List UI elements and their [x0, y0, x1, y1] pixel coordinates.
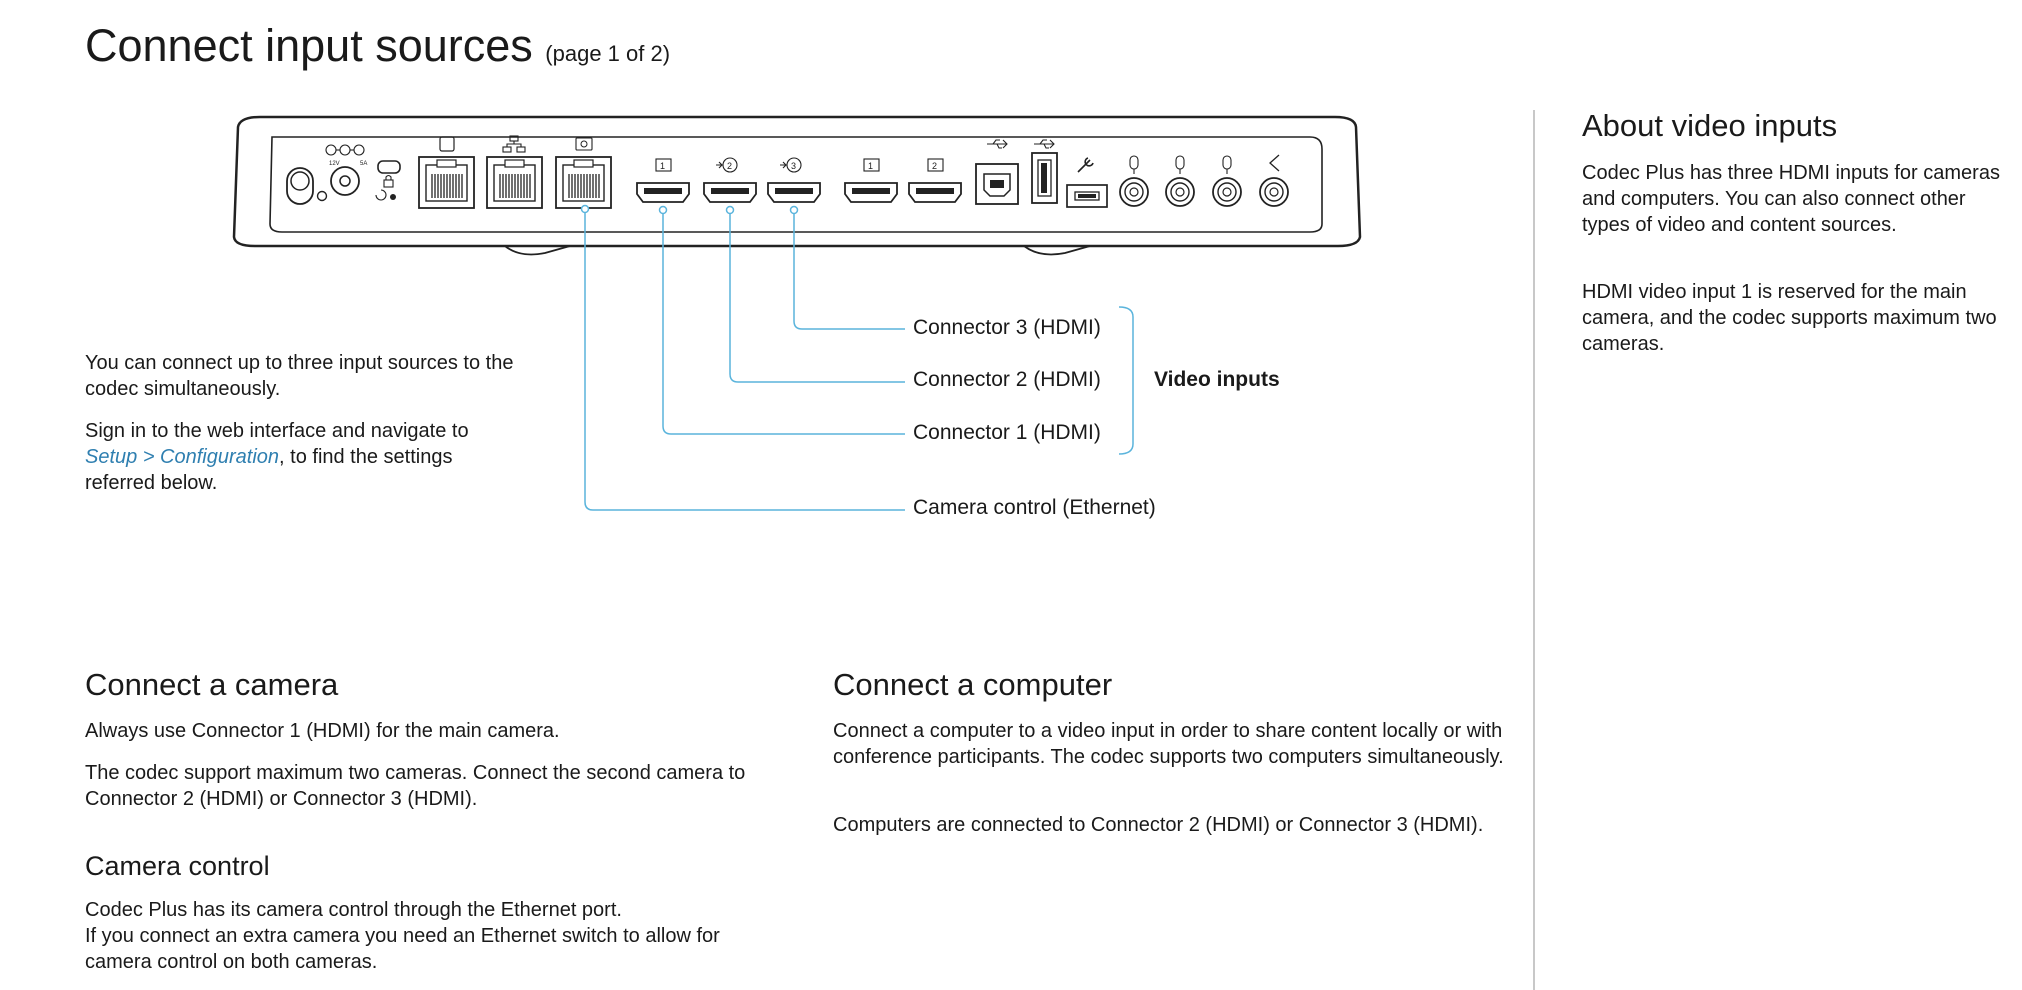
hdmi-output-2-number: 2: [932, 161, 937, 171]
hdmi-input-3-number: 3: [791, 161, 796, 171]
hdmi-input-2-number: 2: [727, 161, 732, 171]
camera-control-icon: [575, 137, 593, 151]
leader-dot-camera-control: [580, 204, 590, 214]
power-led: [316, 190, 328, 202]
hdmi-output-2: 2: [908, 158, 962, 203]
codec-rear-panel-diagram: 12V 5A 1: [232, 115, 1362, 511]
mic-input-3: [1212, 155, 1242, 207]
power-switch-rocker: [290, 171, 310, 191]
dc-jack: [330, 166, 360, 196]
service-port: [1066, 157, 1108, 208]
leader-dot-connector3: [789, 205, 799, 215]
leader-dot-connector2: [725, 205, 735, 215]
leader-line-connector2: [729, 214, 905, 383]
leader-lines: [580, 204, 1134, 511]
usb-b-port: [975, 139, 1019, 205]
connect-camera-text-2: The codec support maximum two cameras. C…: [85, 762, 746, 810]
about-video-inputs-heading: About video inputs: [1582, 108, 1838, 143]
connect-computer-text-2: Computers are connected to Connector 2 (…: [833, 814, 1484, 836]
hdmi-input-3: 3: [767, 157, 821, 203]
callout-connector3: Connector 3 (HDMI): [913, 316, 1101, 339]
page-count: (page 1 of 2): [545, 41, 671, 66]
connect-camera-text-1: Always use Connector 1 (HDMI) for the ma…: [85, 720, 560, 742]
mic-input-1: [1119, 155, 1149, 207]
usb-icon: [1034, 139, 1055, 149]
callout-connector1: Connector 1 (HDMI): [913, 421, 1101, 444]
hdmi-input-2: 2: [703, 157, 757, 203]
leader-line-camera-control: [584, 213, 905, 511]
chassis-inner-panel: [269, 136, 1323, 233]
lock-icon: [383, 179, 394, 188]
mic-input-2: [1165, 155, 1195, 207]
foot-left: [504, 245, 571, 256]
navigation-hint-suffix: , to find the settings referred below.: [85, 446, 453, 494]
camera-control-heading: Camera control: [85, 851, 270, 881]
callout-camera-control: Camera control (Ethernet): [913, 496, 1156, 519]
intro-paragraph: You can connect up to three input source…: [85, 352, 514, 400]
codec-chassis: [232, 115, 1362, 248]
dc-jack-inner: [339, 175, 351, 187]
reset-icon: [375, 189, 387, 201]
touch-icon: [439, 136, 455, 152]
about-video-inputs-text-2: HDMI video input 1 is reserved for the m…: [1582, 281, 1997, 355]
connect-computer-text-1: Connect a computer to a video input in o…: [833, 720, 1504, 768]
usb-icon: [987, 139, 1008, 149]
wrench-icon: [1077, 157, 1094, 173]
speaker-icon: [1269, 154, 1280, 172]
camera-control-text-2: If you connect an extra camera you need …: [85, 925, 720, 973]
about-video-inputs-text-1: Codec Plus has three HDMI inputs for cam…: [1582, 162, 2000, 236]
foot-right: [1023, 245, 1091, 256]
power-current-label: 5A: [360, 161, 367, 167]
ethernet-port-network: [486, 135, 543, 209]
ethernet-port-touch: [418, 136, 475, 209]
page-title: Connect input sources (page 1 of 2): [85, 20, 670, 72]
lock-slot: [377, 160, 401, 174]
navigation-hint: Sign in to the web interface and navigat…: [85, 418, 515, 496]
camera-control-text-1: Codec Plus has its camera control throug…: [85, 899, 622, 921]
usb-a-port: [1031, 139, 1058, 204]
hdmi-input-1: 1: [636, 158, 690, 203]
leader-line-connector3: [793, 214, 905, 330]
navigation-hint-prefix: Sign in to the web interface and navigat…: [85, 420, 469, 442]
connect-camera-heading: Connect a camera: [85, 667, 339, 702]
hdmi-input-1-number: 1: [660, 161, 665, 171]
reset-button: [390, 194, 396, 200]
video-inputs-bracket: [1118, 306, 1134, 455]
callout-video-inputs: Video inputs: [1154, 368, 1280, 391]
column-divider: [1533, 110, 1535, 990]
power-voltage-label: 12V: [329, 161, 340, 167]
hdmi-output-1-number: 1: [868, 161, 873, 171]
line-output: [1259, 154, 1289, 207]
callout-connector2: Connector 2 (HDMI): [913, 368, 1101, 391]
page-title-text: Connect input sources: [85, 20, 533, 71]
leader-line-connector1: [662, 214, 905, 435]
setup-configuration-link[interactable]: Setup > Configuration: [85, 446, 280, 468]
network-icon: [502, 135, 526, 153]
connect-computer-heading: Connect a computer: [833, 667, 1113, 702]
hdmi-output-1: 1: [844, 158, 898, 203]
leader-dot-connector1: [658, 205, 668, 215]
